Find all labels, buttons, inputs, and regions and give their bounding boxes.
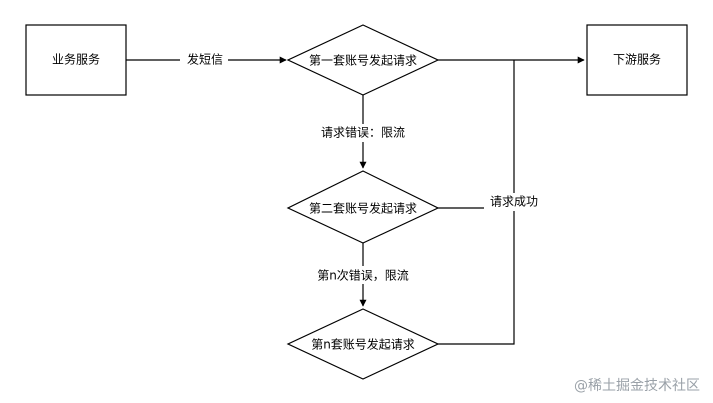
- second-account-decision: 第二套账号发起请求: [286, 170, 440, 244]
- first-account-label: 第一套账号发起请求: [309, 53, 417, 68]
- first-error-label: 请求错误：限流: [321, 126, 405, 140]
- edge-send-sms: 发短信: [126, 52, 287, 68]
- nth-account-label: 第n套账号发起请求: [311, 337, 415, 352]
- nth-error-label: 第n次错误，限流: [317, 269, 409, 283]
- edge-nth-error: 第n次错误，限流: [308, 243, 418, 307]
- edge-success-return: 请求成功: [438, 60, 544, 345]
- send-sms-label: 发短信: [187, 52, 223, 67]
- business-service-node: 业务服务: [25, 24, 127, 96]
- nth-account-decision: 第n套账号发起请求: [286, 308, 440, 380]
- second-account-label: 第二套账号发起请求: [309, 201, 417, 216]
- watermark-text: @稀土掘金技术社区: [574, 378, 700, 394]
- downstream-service-label: 下游服务: [613, 52, 661, 67]
- edge-first-error: 请求错误：限流: [313, 95, 413, 169]
- success-label: 请求成功: [490, 195, 538, 209]
- first-account-decision: 第一套账号发起请求: [286, 24, 440, 96]
- downstream-service-node: 下游服务: [586, 24, 688, 96]
- business-service-label: 业务服务: [52, 52, 100, 67]
